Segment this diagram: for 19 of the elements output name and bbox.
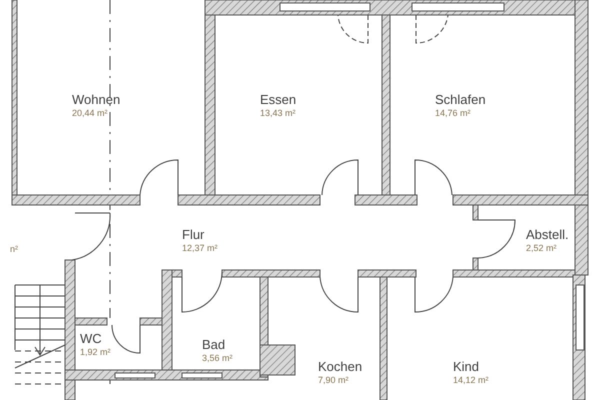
room-name: Kochen — [318, 359, 362, 375]
room-name: Kind — [453, 359, 480, 375]
room-name: Abstell. — [526, 227, 569, 243]
room-name: Bad — [202, 337, 226, 353]
room-name: Wohnen — [72, 92, 120, 108]
area-label: 14,12 m² — [453, 375, 489, 386]
room-name: Schlafen — [435, 92, 486, 108]
area-label: 20,44 m² — [72, 108, 109, 119]
area-label: 13,43 m² — [260, 108, 296, 119]
area-label: 12,37 m² — [182, 243, 218, 254]
area-label: 1,92 m² — [80, 347, 111, 358]
area-label: 7,90 m² — [318, 375, 350, 386]
room-name: Flur — [182, 227, 206, 243]
area-label: 14,76 m² — [435, 108, 472, 119]
area-label: 3,56 m² — [202, 353, 233, 364]
room-name: Essen — [260, 92, 296, 108]
area-label: 2,52 m² — [526, 243, 558, 254]
area-label: n² — [10, 243, 18, 256]
room-name: WC — [80, 331, 103, 347]
